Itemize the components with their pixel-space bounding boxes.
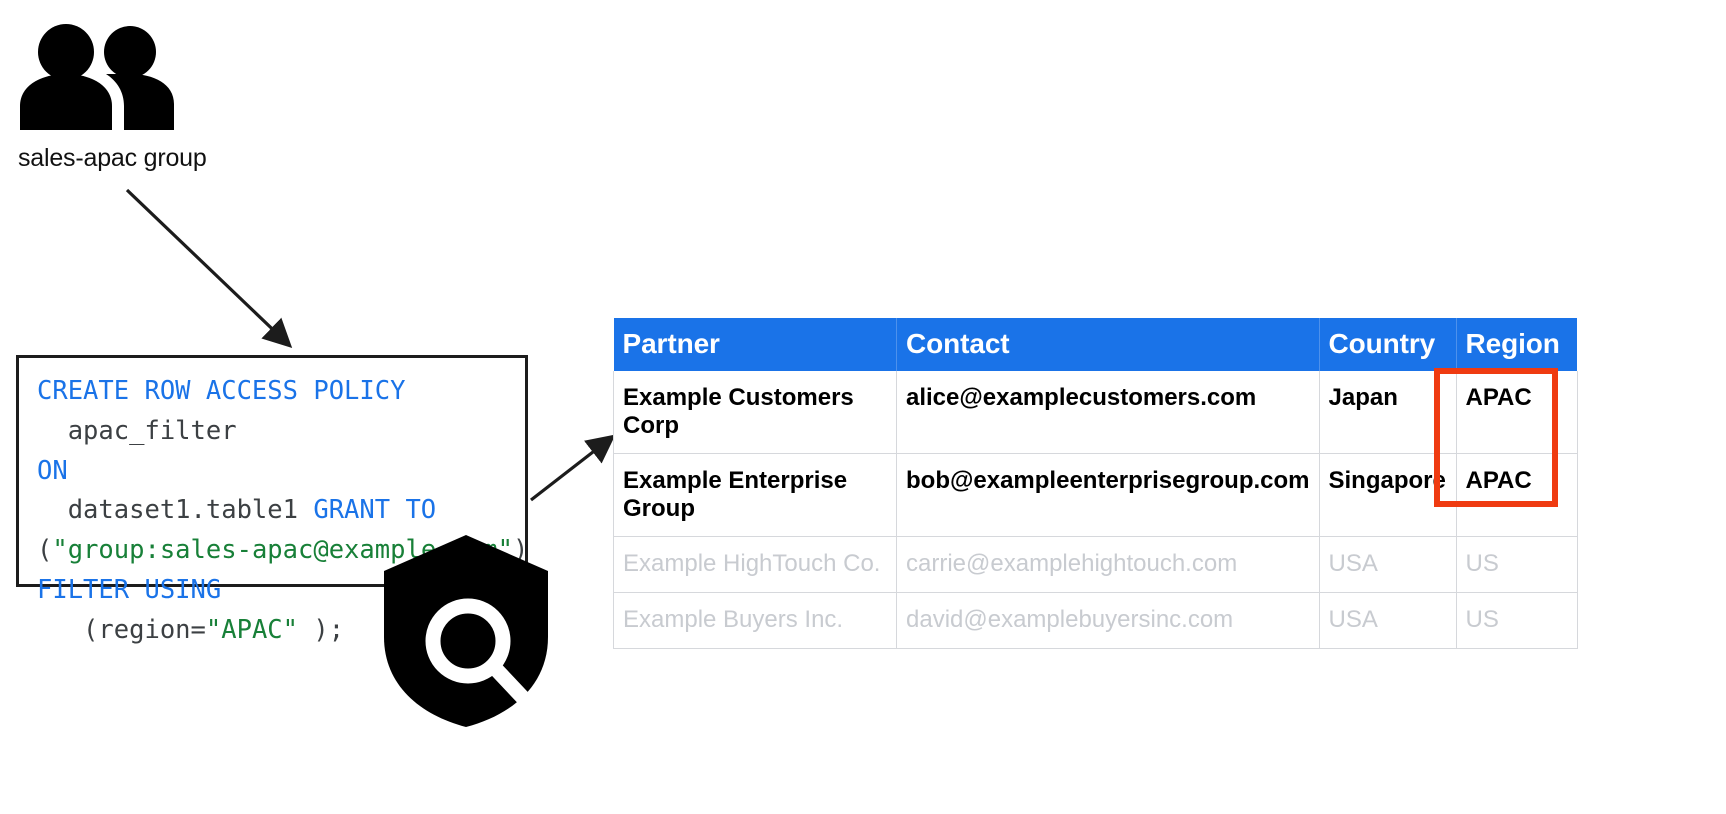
partner-table: Partner Contact Country Region Example C…	[613, 318, 1578, 650]
group-label: sales-apac group	[18, 144, 207, 172]
arrow-group-to-policy	[125, 188, 293, 348]
table-header-row: Partner Contact Country Region	[613, 318, 1577, 371]
column-header-partner[interactable]: Partner	[613, 318, 897, 371]
table-row[interactable]: Example Customers Corp alice@examplecust…	[613, 371, 1578, 455]
cell-country: USA	[1319, 592, 1457, 650]
shield-search-icon	[384, 535, 548, 727]
arrow-policy-to-table	[530, 434, 616, 502]
table-row[interactable]: Example Enterprise Group bob@exampleente…	[613, 453, 1578, 538]
column-header-contact[interactable]: Contact	[896, 318, 1320, 371]
cell-partner: Example HighTouch Co.	[613, 536, 897, 594]
people-group-icon	[20, 24, 174, 130]
column-header-country[interactable]: Country	[1319, 318, 1457, 371]
cell-region: US	[1456, 592, 1578, 650]
cell-region: APAC	[1456, 371, 1578, 455]
cell-partner: Example Enterprise Group	[613, 453, 897, 538]
cell-country: Singapore	[1319, 453, 1457, 538]
table-row[interactable]: Example HighTouch Co. carrie@examplehigh…	[613, 536, 1578, 594]
cell-region: US	[1456, 536, 1578, 594]
table-row[interactable]: Example Buyers Inc. david@examplebuyersi…	[613, 592, 1578, 650]
group-identity-block: sales-apac group	[18, 22, 248, 173]
column-header-region[interactable]: Region	[1456, 318, 1577, 371]
partner-table-container: Partner Contact Country Region Example C…	[613, 318, 1578, 650]
cell-partner: Example Customers Corp	[613, 371, 897, 455]
cell-partner: Example Buyers Inc.	[613, 592, 897, 650]
cell-country: USA	[1319, 536, 1457, 594]
cell-contact: carrie@examplehightouch.com	[896, 536, 1320, 594]
cell-contact: alice@examplecustomers.com	[896, 371, 1320, 455]
cell-country: Japan	[1319, 371, 1457, 455]
cell-contact: david@examplebuyersinc.com	[896, 592, 1320, 650]
cell-contact: bob@exampleenterprisegroup.com	[896, 453, 1320, 538]
cell-region: APAC	[1456, 453, 1578, 538]
